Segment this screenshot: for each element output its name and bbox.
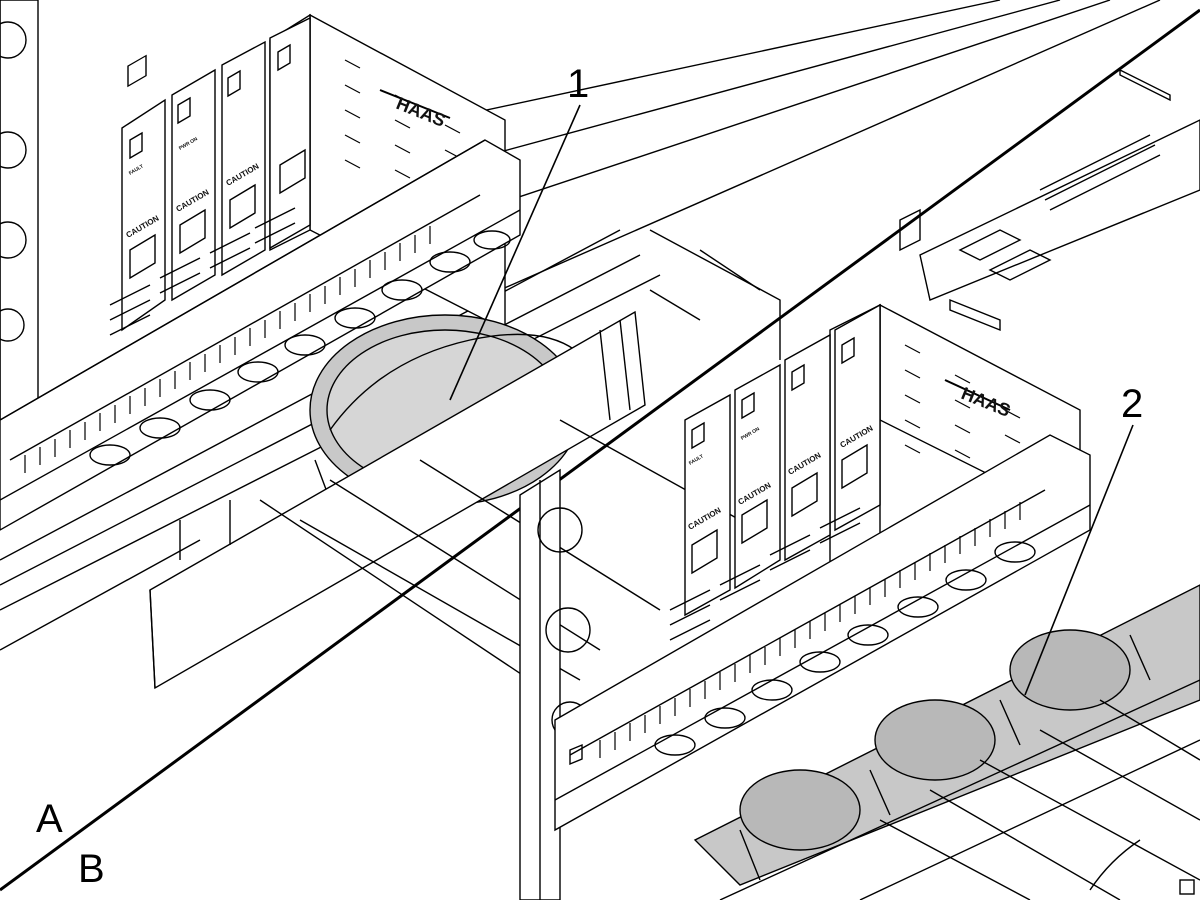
knockout-icon	[0, 308, 25, 342]
panel-b-fan-row	[693, 584, 1200, 886]
panel-b-floor-grille	[719, 679, 1200, 900]
callout-2-number: 2	[1121, 382, 1143, 426]
callout-2: 2	[1024, 382, 1143, 696]
knockout-icon	[545, 607, 591, 653]
panel-b-drawing: HAAS CAUTION CAUTION CAUTION CAUTION FAU…	[519, 68, 1200, 900]
knockout-icon	[0, 21, 27, 59]
callout-1: 1	[449, 62, 589, 401]
panel-a-vent-duct	[0, 139, 521, 531]
knockout-icon	[537, 507, 583, 553]
panel-b-cabinet-wall	[519, 468, 591, 900]
callout-2-leader	[1024, 424, 1134, 696]
panel-a-boards: CAUTION CAUTION CAUTION FAULT PWR ON	[109, 16, 311, 336]
callout-1-leader	[449, 104, 581, 401]
panel-b-top-pcb	[899, 68, 1200, 332]
callout-1-number: 1	[567, 62, 589, 106]
panel-a-drawing: HAAS CAUTION CAUTION CAUTION FAULT PWR O…	[0, 0, 1161, 701]
panel-a-cover-plate	[149, 310, 646, 690]
panel-label-a: A	[36, 797, 63, 841]
knockout-icon	[0, 221, 27, 259]
view-divider-line	[0, 8, 1200, 892]
panel-b-vent-duct	[554, 434, 1091, 832]
panel-b-boards: CAUTION CAUTION CAUTION CAUTION FAULT PW…	[669, 303, 881, 641]
panel-label-b: B	[78, 847, 105, 891]
knockout-icon	[0, 131, 27, 169]
